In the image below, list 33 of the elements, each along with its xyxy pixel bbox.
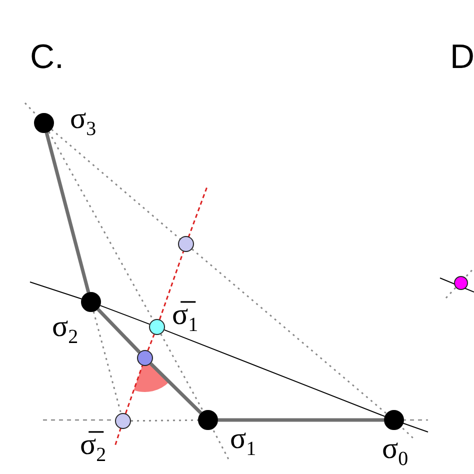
line-segment <box>124 365 144 414</box>
point-marker <box>454 276 468 290</box>
line-segment <box>164 329 386 417</box>
point-marker <box>34 113 54 133</box>
point-label: σ$_{0}$ <box>382 434 408 469</box>
point-marker <box>149 319 165 335</box>
point-marker <box>115 413 131 429</box>
point-marker <box>81 292 101 312</box>
line-segment <box>218 418 384 422</box>
line-segment <box>100 305 150 325</box>
point-label: σ$_{1}$ <box>230 424 256 459</box>
line-segment <box>192 248 387 414</box>
point-label: σ$_{2}$ <box>52 312 78 347</box>
line-segment <box>51 128 180 240</box>
line-segment <box>44 132 90 293</box>
line-segment <box>160 334 204 412</box>
line-segment <box>92 311 122 414</box>
line-segment <box>48 131 154 320</box>
point-label: σ̅$_{2}$ <box>80 430 106 465</box>
line-segment <box>30 282 82 300</box>
point-marker <box>384 410 404 430</box>
point-marker <box>198 410 218 430</box>
panel-letter: C. <box>30 40 64 74</box>
line-segment <box>96 308 141 354</box>
line-segment <box>147 334 155 351</box>
line-segment <box>158 251 184 320</box>
point-label: σ$_{3}$ <box>70 104 96 139</box>
panel-letter: D <box>450 40 474 74</box>
line-segment <box>131 419 198 422</box>
line-segment <box>149 362 202 414</box>
point-marker <box>178 236 194 252</box>
point-label: σ̅$_{1}$ <box>172 300 198 335</box>
point-marker <box>137 350 153 366</box>
